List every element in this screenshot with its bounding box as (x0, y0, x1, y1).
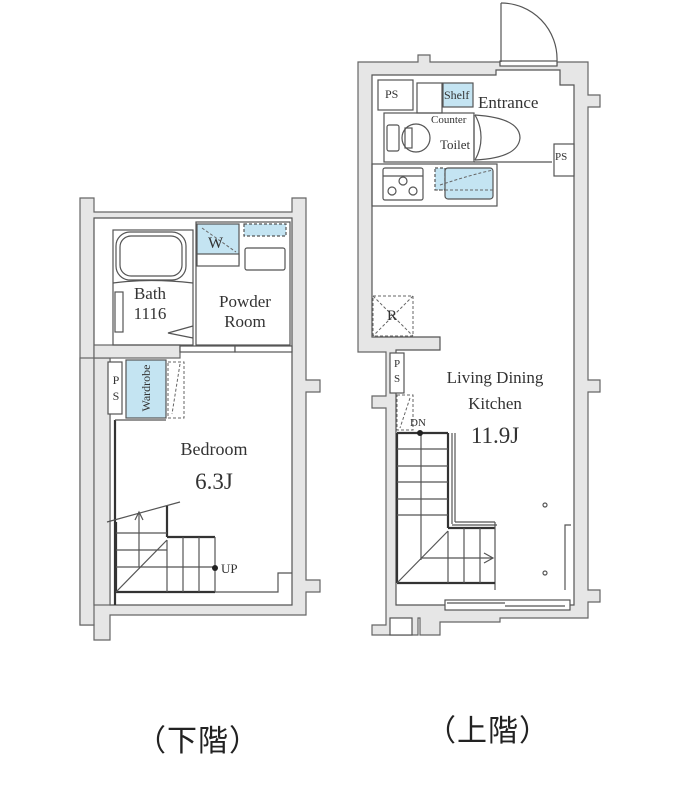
bath-name: Bath (133, 284, 167, 303)
powder-room-line2: Room (224, 312, 266, 331)
bedroom-name: Bedroom (180, 439, 248, 459)
powder-room-line1: Powder (219, 292, 271, 311)
upper-ps-right-label: PS (555, 151, 568, 163)
ldk-line2: Kitchen (468, 394, 522, 413)
upper-stairs (395, 394, 571, 590)
dn-label: DN (410, 417, 426, 429)
upper-ps-mid-label: P S (390, 357, 404, 387)
bath-label: Bath 1116 (118, 284, 182, 324)
ps-mid-line2: S (393, 373, 401, 385)
toilet-label: Toilet (440, 137, 471, 152)
powder-room-label: Powder Room (205, 292, 285, 332)
ps-mid-line1: P (393, 358, 401, 370)
counter-label: Counter (431, 114, 467, 126)
ldk-label: Living Dining Kitchen (425, 365, 565, 417)
ldk-line1: Living Dining (446, 368, 544, 387)
lower-floor-walls (79, 197, 321, 641)
up-label: UP (221, 561, 238, 576)
refrigerator-space (372, 295, 414, 394)
ldk-size: 11.9J (470, 423, 520, 448)
upper-ps-top-label: PS (385, 87, 399, 101)
lower-ps-wardrobe (107, 359, 185, 605)
bath-room (112, 229, 194, 346)
refrigerator-label: R (387, 308, 398, 324)
kitchen-counter (371, 163, 498, 207)
powder-room (195, 221, 291, 346)
lower-ps-label: P S (109, 372, 123, 404)
ps-line1: P (112, 373, 120, 387)
ps-line2: S (112, 389, 120, 403)
bath-size: 1116 (133, 304, 167, 323)
lower-floor-caption: （下階） (136, 724, 260, 759)
entrance-label: Entrance (478, 93, 539, 112)
bedroom-size: 6.3J (195, 469, 233, 494)
washer-label: W (208, 235, 224, 252)
wardrobe-label: Wardrobe (139, 364, 153, 412)
lower-stairs (106, 501, 292, 594)
upper-floor-caption: （上階） (426, 714, 550, 749)
shelf-label: Shelf (444, 88, 470, 102)
upper-utility (377, 79, 575, 177)
